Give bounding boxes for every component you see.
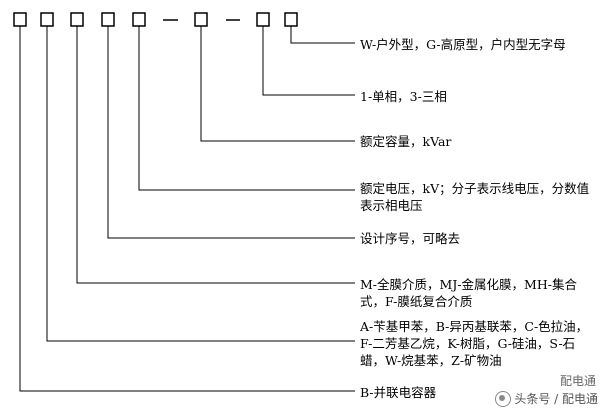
code-box-7 (256, 12, 270, 27)
account-icon (495, 390, 512, 407)
watermark-brand: 配电通 (559, 374, 596, 388)
leader-line-7 (46, 26, 355, 342)
code-box-4 (101, 12, 115, 27)
desc-rated-capacity: 额定容量，kVar (360, 134, 452, 149)
leader-line-2 (262, 26, 355, 96)
leader-line-6 (76, 26, 355, 284)
desc-installation-type: W-户外型，G-高原型，户内型无字母 (360, 37, 566, 52)
leader-line-3 (200, 26, 355, 142)
watermark-text: 头条号 / 配电通 (514, 392, 598, 406)
leader-line-5 (107, 26, 355, 239)
leader-line-8 (19, 26, 355, 392)
watermark: 头条号 / 配电通 (495, 390, 598, 407)
leader-line-1 (290, 26, 355, 44)
code-box-8 (284, 12, 298, 27)
code-box-2 (40, 12, 54, 27)
desc-dielectric: M-全膜介质，MJ-金属化膜，MH-集合式，F-膜纸复合介质 (360, 277, 577, 309)
desc-phase: 1-单相，3-三相 (360, 89, 447, 104)
desc-rated-voltage: 额定电压，kV；分子表示线电压，分数值表示相电压 (360, 181, 590, 213)
code-box-3 (70, 12, 84, 27)
desc-capacitor-type: B-并联电容器 (360, 385, 437, 400)
code-box-5 (132, 12, 146, 27)
code-box-1 (13, 12, 27, 27)
code-box-6 (194, 12, 208, 27)
desc-design-serial: 设计序号，可略去 (360, 231, 461, 246)
desc-impregnant: A-苄基甲苯，B-异丙基联苯，C-色拉油，F-二芳基乙烷，K-树脂，G-硅油，S… (360, 319, 589, 368)
leader-line-4 (138, 26, 355, 191)
